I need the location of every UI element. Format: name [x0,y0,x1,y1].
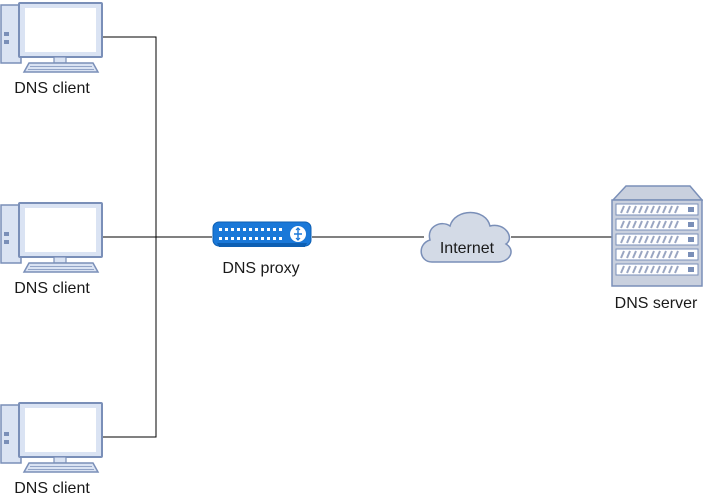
internet: Internet [420,211,512,263]
computer-icon [0,202,103,273]
proxy-label: DNS proxy [222,260,299,277]
internet-label: Internet [440,240,495,257]
computer-icon [0,2,103,73]
server-label: DNS server [615,295,698,312]
dns-proxy: DNS proxy [212,221,312,277]
cloud-icon [420,211,512,263]
server-rack-icon [611,185,703,287]
connection-lines [101,36,612,438]
dns-client-3: DNS client [0,402,103,497]
client-label: DNS client [14,280,90,297]
computer-icon [0,402,103,473]
dns-client-1: DNS client [0,2,103,97]
dns-server: DNS server [611,185,703,312]
dns-client-2: DNS client [0,202,103,297]
client-label: DNS client [14,480,90,497]
switch-icon [212,221,312,247]
client-label: DNS client [14,80,90,97]
